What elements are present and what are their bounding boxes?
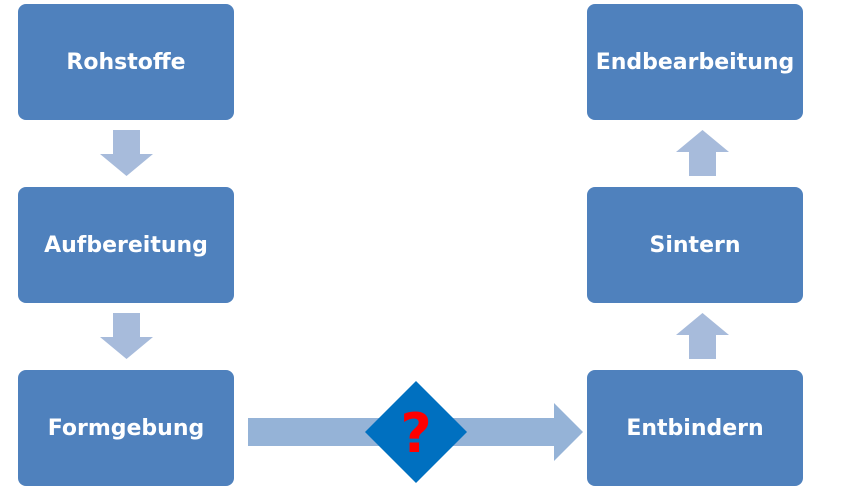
step-sintern-label: Sintern (649, 232, 741, 258)
step-formgebung: Formgebung (18, 370, 234, 486)
decision-diamond (365, 381, 467, 483)
arrow-up-2 (676, 313, 729, 359)
step-formgebung-label: Formgebung (47, 415, 205, 441)
step-rohstoffe: Rohstoffe (18, 4, 234, 120)
step-aufbereitung: Aufbereitung (18, 187, 234, 303)
step-endbearbeitung-label: Endbearbeitung (595, 49, 795, 75)
step-entbindern: Entbindern (587, 370, 803, 486)
step-aufbereitung-label: Aufbereitung (44, 232, 208, 258)
step-rohstoffe-label: Rohstoffe (66, 49, 186, 75)
question-mark-label: ? (400, 402, 431, 465)
step-endbearbeitung: Endbearbeitung (587, 4, 803, 120)
arrow-up-1 (676, 130, 729, 176)
step-entbindern-label: Entbindern (626, 415, 764, 441)
arrow-down-2 (100, 313, 153, 359)
step-sintern: Sintern (587, 187, 803, 303)
arrow-down-1 (100, 130, 153, 176)
